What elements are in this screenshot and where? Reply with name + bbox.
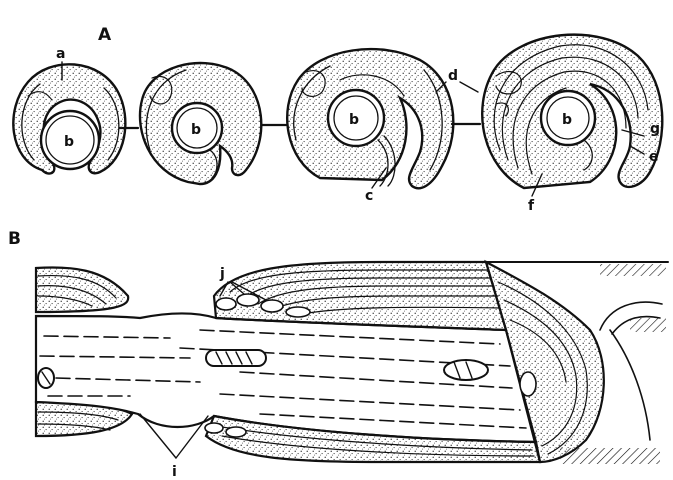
stage-1-cell: [13, 64, 125, 173]
panel-label-a: A: [98, 25, 112, 45]
label-d: d: [448, 68, 458, 84]
leader-d-right: [460, 82, 478, 92]
stage-3-cell: [287, 49, 453, 188]
label-a: a: [56, 46, 65, 62]
label-e: e: [649, 149, 659, 165]
label-b-stage1: b: [64, 134, 74, 150]
panel-label-b: B: [8, 229, 21, 249]
nerve-fiber-longitudinal: [36, 262, 668, 464]
label-g: g: [650, 121, 660, 137]
label-b-stage3: b: [349, 112, 359, 128]
label-b-stage2: b: [191, 122, 201, 138]
label-i: i: [172, 464, 177, 480]
label-c: c: [365, 188, 373, 204]
label-j: j: [219, 266, 225, 282]
label-f: f: [528, 198, 535, 214]
stage-4-cell: [482, 35, 662, 188]
label-b-stage4: b: [562, 112, 572, 128]
